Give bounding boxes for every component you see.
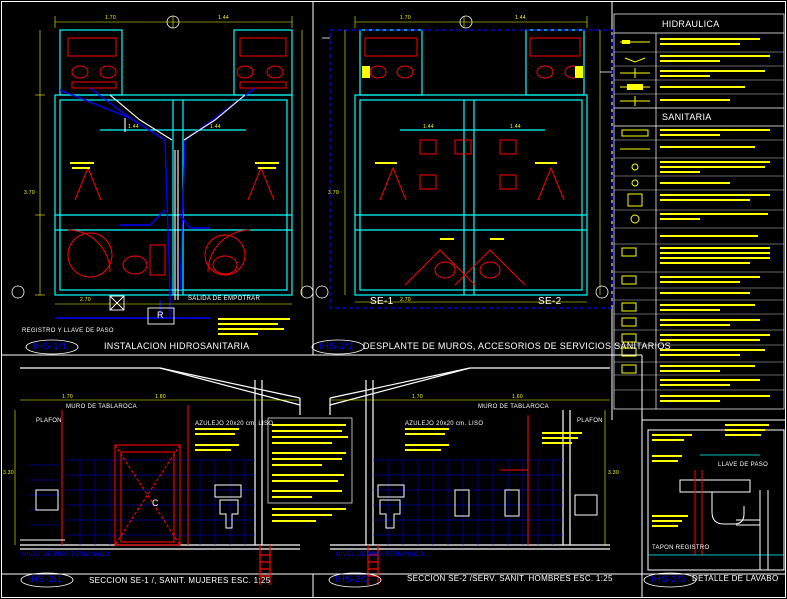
note-plafon-2: PLAFON bbox=[577, 418, 603, 424]
p2-title: DESPLANTE DE MUROS, ACCESORIOS DE SERVIC… bbox=[363, 341, 671, 351]
p5-tag-number: 3 bbox=[679, 574, 686, 585]
p5-title: DETALLE DE LAVABO bbox=[692, 574, 779, 583]
dim-sec2-1: 1.70 bbox=[412, 394, 423, 400]
note-npt-1: NIVEL DE PISO TERMINADO bbox=[22, 552, 110, 558]
dim-mid-1: 1.44 bbox=[128, 124, 139, 130]
dim-sec1-2: 1.80 bbox=[155, 394, 166, 400]
dim-top-right-1: 1.70 bbox=[400, 15, 411, 21]
p1-tag-number: 1 bbox=[61, 341, 68, 352]
note-salida: SALIDA DE EMPOTRAR bbox=[188, 296, 261, 302]
note-muro-1: MURO DE TABLAROCA bbox=[66, 404, 137, 410]
label-se2: SE-2 bbox=[538, 296, 562, 307]
note-llave: LLAVE DE PASO bbox=[718, 462, 769, 468]
plan-mark-r: R bbox=[157, 310, 164, 320]
p4-tag-text: IHS-2/ bbox=[335, 574, 364, 585]
p4-tag-number: 2 bbox=[363, 574, 370, 585]
dim-sec2-2: 1.60 bbox=[512, 394, 523, 400]
dim-side-2: 3.70 bbox=[328, 190, 339, 196]
dim-mid-2: 1.44 bbox=[210, 124, 221, 130]
p4-tag: IHS-2/2 bbox=[335, 574, 369, 585]
note-azulejo-1: AZULEJO 20x20 cm. LISO bbox=[195, 421, 274, 427]
dim-top-left-1: 1.70 bbox=[105, 15, 116, 21]
note-muro-2: MURO DE TABLAROCA bbox=[478, 404, 549, 410]
dim-bot-2: 2.70 bbox=[400, 297, 411, 303]
plan-hidrosanitaria bbox=[11, 15, 314, 335]
p1-tag: IHS-1/1 bbox=[33, 341, 67, 352]
dim-mid-4: 1.44 bbox=[510, 124, 521, 130]
note-tapon: TAPON REGISTRO bbox=[652, 545, 710, 551]
note-azulejo-2: AZULEJO 20x20 cm. LISO bbox=[405, 421, 484, 427]
dim-top-left-2: 1.44 bbox=[218, 15, 229, 21]
p3-title: SECCION SE-1 /, SANIT. MUJERES ESC. 1:25 bbox=[89, 576, 271, 585]
p2-tag-number: 2 bbox=[347, 341, 354, 352]
legend-table bbox=[613, 13, 785, 410]
legend-hidraulica: HIDRAULICA bbox=[662, 19, 720, 29]
p2-tag: IHS-1/2 bbox=[319, 341, 353, 352]
title-bubbles bbox=[20, 339, 697, 588]
dim-sec1-1: 1.70 bbox=[62, 394, 73, 400]
p4-title: SECCION SE-2 /SERV. SANIT. HOMBRES ESC. … bbox=[407, 574, 613, 583]
p5-tag: IHS-2/3 bbox=[651, 574, 685, 585]
plan-desplante bbox=[315, 15, 613, 309]
dim-mid-3: 1.44 bbox=[423, 124, 434, 130]
note-registro: REGISTRO Y LLAVE DE PASO bbox=[22, 328, 114, 334]
plan-mark-c: C bbox=[152, 498, 159, 508]
p5-tag-text: IHS-2/ bbox=[651, 574, 680, 585]
detalle-lavabo bbox=[647, 424, 785, 571]
dim-sec2-side: 3.30 bbox=[608, 470, 619, 476]
label-se1: SE-1 bbox=[370, 296, 394, 307]
dim-sec1-side: 3.30 bbox=[3, 470, 14, 476]
p1-tag-text: IHS-1/ bbox=[33, 341, 62, 352]
legend-sanitaria: SANITARIA bbox=[662, 112, 712, 122]
p3-tag-text: IHS-2/ bbox=[28, 574, 57, 585]
dim-top-right-2: 1.44 bbox=[515, 15, 526, 21]
dim-bot-1: 2.70 bbox=[80, 297, 91, 303]
section-se2 bbox=[329, 367, 610, 585]
dim-side-1: 3.70 bbox=[24, 190, 35, 196]
note-plafon-1: PLAFON bbox=[36, 418, 62, 424]
p3-tag: IHS-2/1 bbox=[28, 574, 62, 585]
p3-tag-number: 1 bbox=[56, 574, 63, 585]
p2-tag-text: IHS-1/ bbox=[319, 341, 348, 352]
note-npt-2: NIVEL DE PISO TERMINADO bbox=[336, 552, 424, 558]
p1-title: INSTALACION HIDROSANITARIA bbox=[104, 341, 250, 351]
section-se1 bbox=[14, 367, 353, 585]
